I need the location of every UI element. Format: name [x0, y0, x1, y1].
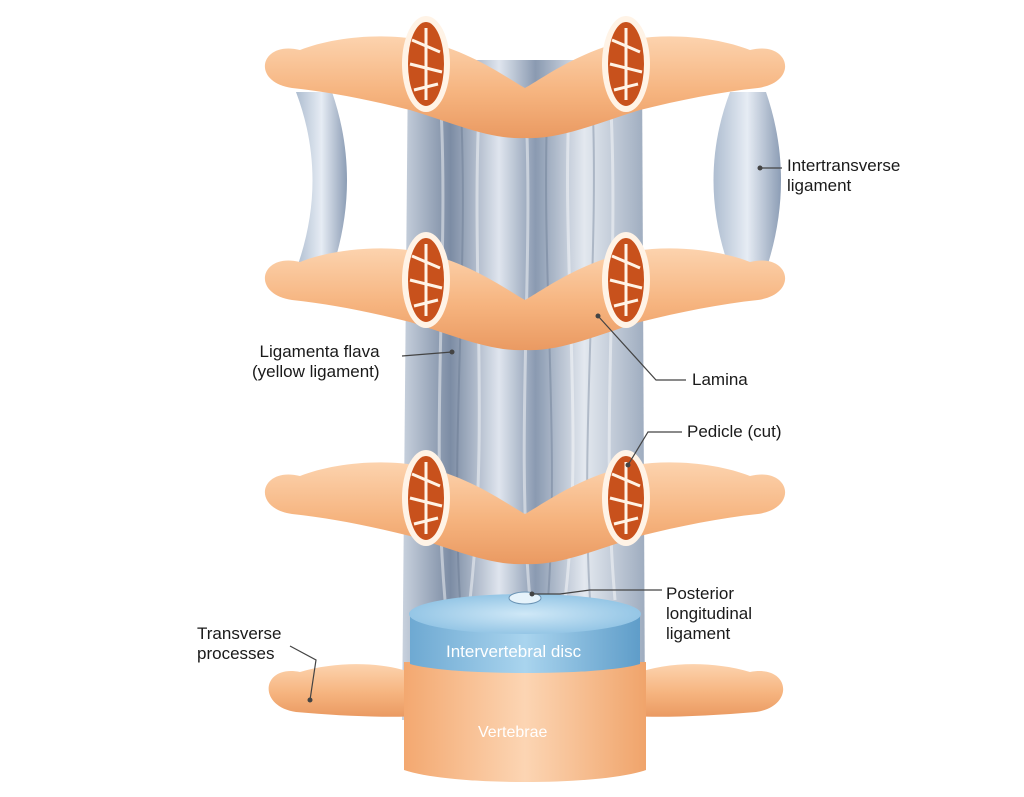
transverse-processes-label: Transverse processes [197, 624, 282, 663]
vertebrae-label: Vertebrae [478, 724, 548, 741]
intertransverse-ligaments [296, 92, 781, 270]
intervertebral-disc [409, 591, 641, 673]
pedicle-label: Pedicle (cut) [687, 422, 782, 441]
intervertebral-disc-label: Intervertebral disc [446, 642, 582, 661]
posterior-longitudinal-ligament-label: Posterior longitudinal ligament [666, 584, 753, 643]
leader-lines [289, 167, 782, 701]
transverse-process-left [268, 664, 420, 717]
lamina-label: Lamina [692, 370, 748, 389]
ligamenta-flava-label: Ligamenta flava (yellow ligament) [252, 342, 380, 381]
pedicle-texture [409, 28, 643, 534]
transverse-process-right [630, 664, 784, 717]
intertransverse-ligament-label: Intertransverse ligament [787, 156, 901, 195]
leader-dots [307, 165, 763, 703]
vertebral-body [404, 662, 646, 782]
